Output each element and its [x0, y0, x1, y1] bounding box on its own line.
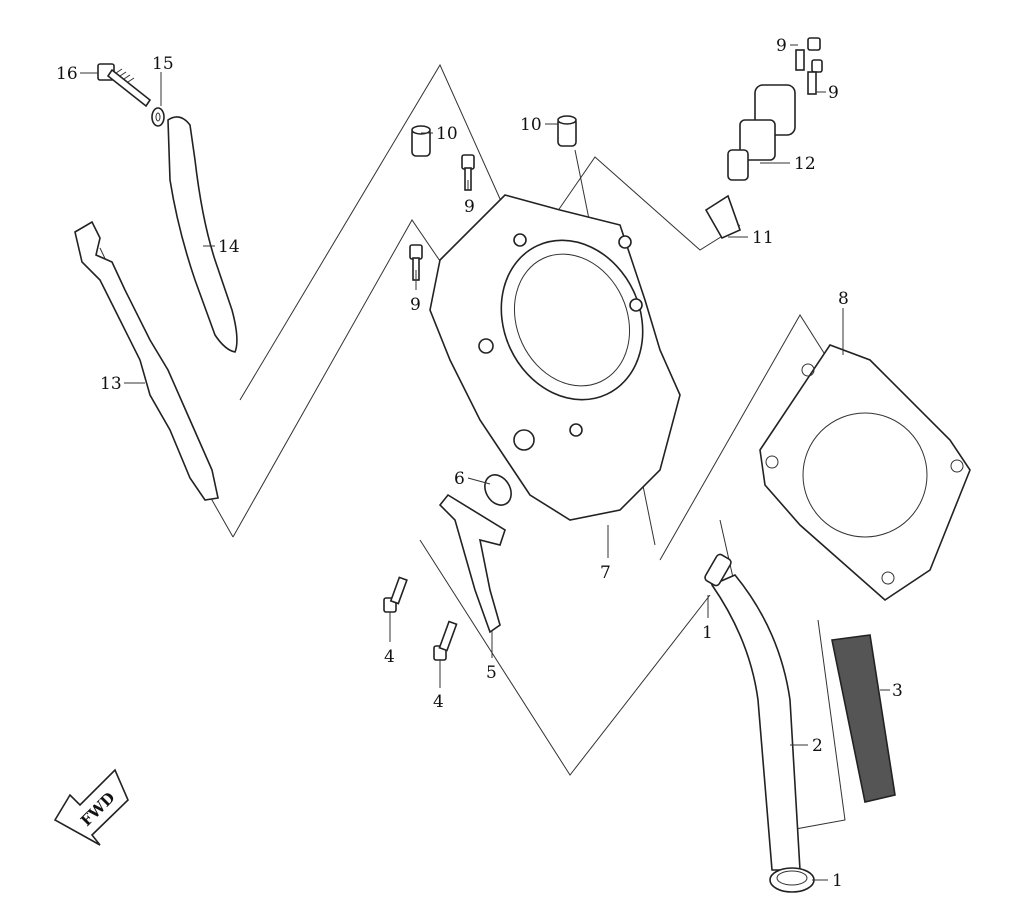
forward-direction-arrow: FWD [53, 768, 129, 846]
o-ring-6[interactable] [480, 470, 517, 510]
assembly-guide-line [239, 63, 506, 401]
assembly-guide-line [554, 156, 741, 251]
callout-14: 14 [218, 237, 240, 257]
callout-16: 16 [56, 64, 78, 84]
callout-9: 9 [828, 83, 839, 103]
callout-2: 2 [812, 736, 823, 756]
cylinder-7[interactable] [429, 194, 681, 521]
washer-15[interactable] [151, 107, 165, 127]
callout-13: 13 [100, 374, 122, 394]
callout-3: 3 [892, 681, 903, 701]
hose-clamp-1[interactable] [704, 553, 733, 587]
cylinder-gasket-8[interactable] [759, 344, 971, 602]
assembly-guide-line [232, 219, 471, 538]
bolt-4[interactable] [433, 620, 458, 661]
callout-4: 4 [433, 692, 444, 712]
callout-leaders [80, 44, 890, 881]
cam-chain-tensioner-12[interactable] [727, 84, 796, 181]
bolt-9[interactable] [461, 154, 475, 191]
callout-8: 8 [838, 289, 849, 309]
callout-9: 9 [410, 295, 421, 315]
dowel-pin-10[interactable] [411, 125, 431, 157]
callout-1: 1 [702, 623, 713, 643]
callout-6: 6 [454, 469, 465, 489]
gasket-11[interactable] [704, 194, 742, 240]
callout-12: 12 [794, 154, 816, 174]
callout-11: 11 [752, 228, 774, 248]
dowel-pin-10[interactable] [557, 115, 577, 147]
bolt-9[interactable] [795, 37, 823, 95]
callout-7: 7 [600, 563, 611, 583]
bolt-16[interactable] [97, 63, 152, 108]
callout-10: 10 [520, 115, 542, 135]
callout-10: 10 [436, 124, 458, 144]
callout-5: 5 [486, 663, 497, 683]
callout-4: 4 [384, 647, 395, 667]
assembly-guide-line [419, 539, 711, 776]
callout-9: 9 [776, 36, 787, 56]
chain-guide-13[interactable] [74, 220, 219, 501]
manifold-5[interactable] [438, 493, 506, 634]
spring-3[interactable] [831, 634, 896, 803]
bolt-4[interactable] [383, 576, 408, 613]
callout-15: 15 [152, 54, 174, 74]
callout-9: 9 [464, 197, 475, 217]
hose-clamp-1[interactable] [769, 867, 815, 893]
hose-2[interactable] [710, 574, 801, 871]
tensioner-arm-14[interactable] [167, 116, 238, 353]
callout-1: 1 [832, 871, 843, 891]
